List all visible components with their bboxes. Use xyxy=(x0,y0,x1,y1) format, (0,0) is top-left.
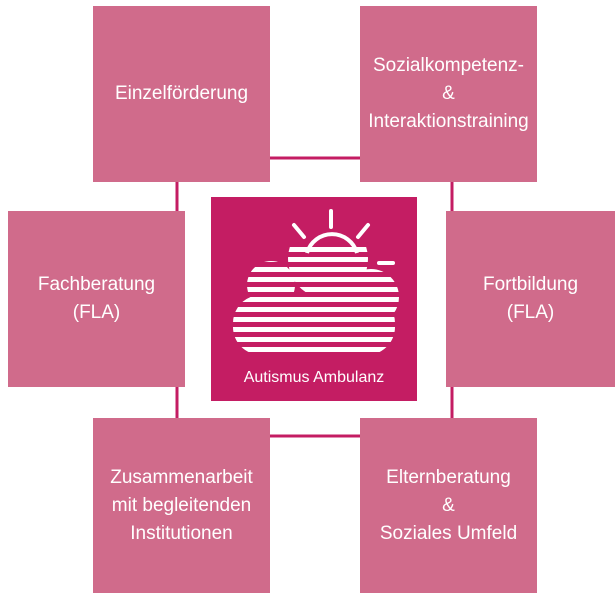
center-label: Autismus Ambulanz xyxy=(243,369,385,386)
node-fortbildung: Fortbildung (FLA) xyxy=(446,211,615,387)
center-logo-tile: Autismus Ambulanz xyxy=(211,197,417,401)
node-sozialkompetenz: Sozialkompetenz- & Interaktionstraining xyxy=(360,6,537,182)
node-line: Einzelförderung xyxy=(114,83,249,104)
node-line: Elternberatung xyxy=(386,466,511,488)
node-einzelfoerderung: Einzelförderung xyxy=(93,6,270,182)
node-line: (FLA) xyxy=(506,302,555,323)
node-zusammenarbeit: Zusammenarbeit mit begleitenden Institut… xyxy=(93,418,270,593)
sun-cloud-icon xyxy=(233,209,399,352)
node-line: Zusammenarbeit xyxy=(110,466,253,488)
node-line: & xyxy=(442,494,455,516)
node-line: & xyxy=(442,83,455,104)
node-line: Fortbildung xyxy=(482,274,579,295)
node-line: mit begleitenden xyxy=(111,494,252,516)
node-line: Fachberatung xyxy=(37,274,156,295)
node-line: Institutionen xyxy=(130,522,233,544)
node-line: Sozialkompetenz- xyxy=(372,55,524,76)
node-line: (FLA) xyxy=(72,302,121,323)
node-line: Soziales Umfeld xyxy=(379,522,518,544)
node-elternberatung: Elternberatung & Soziales Umfeld xyxy=(360,418,537,593)
node-fachberatung: Fachberatung (FLA) xyxy=(8,211,185,387)
node-line: Interaktionstraining xyxy=(368,111,529,132)
